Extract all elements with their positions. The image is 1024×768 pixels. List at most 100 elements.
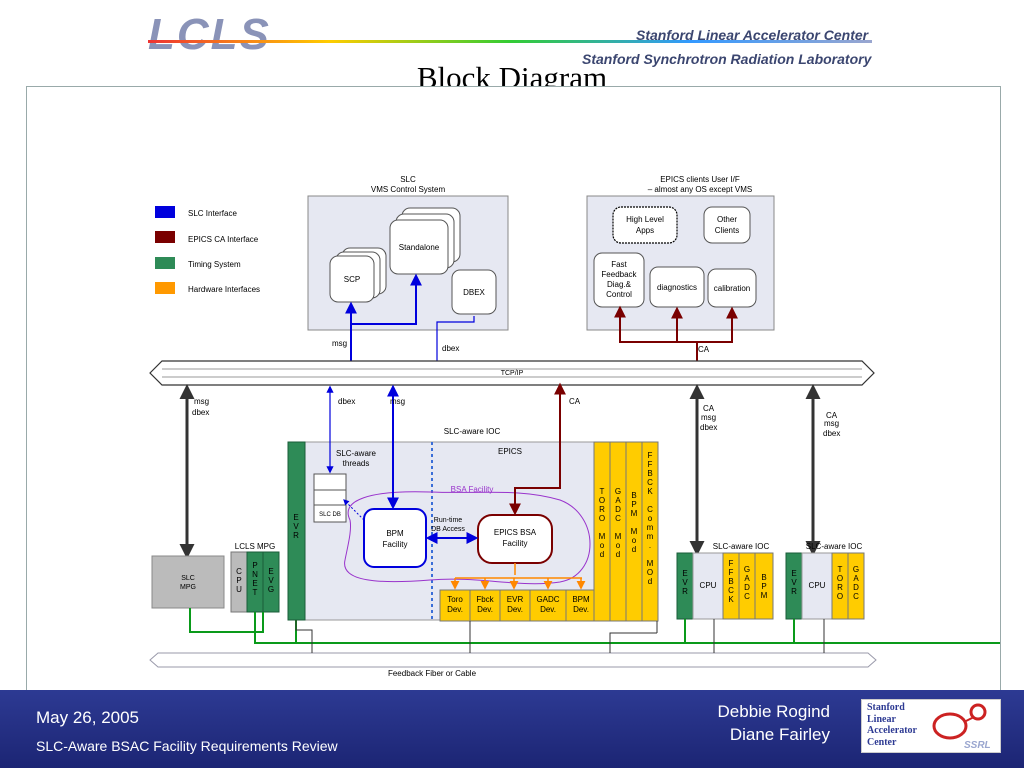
footer-author-1: Debbie Rogind [717, 702, 830, 721]
legend-swatch-epics [155, 231, 175, 243]
dbex-label-ioc2: dbex [700, 423, 717, 432]
msg-label-ioc2: msg [701, 413, 716, 422]
slcdb-dotted-arrow [343, 499, 365, 521]
msg-label-mpg: msg [194, 397, 209, 406]
runtime-label-2: DB Access [431, 526, 465, 533]
epics-label: EPICS [498, 447, 522, 456]
fast-feedback-label-4: Control [606, 290, 632, 299]
standalone-label: Standalone [399, 243, 440, 252]
epics-clients: EPICS clients User I/F – almost any OS e… [586, 175, 775, 331]
epics-bsa-label-1: EPICS BSA [494, 528, 537, 537]
ca-line-calib [697, 306, 738, 343]
toro-dev-box [439, 589, 471, 622]
bsa-facility-region [344, 491, 591, 585]
header-rule [148, 40, 872, 43]
epics-clients-subtitle: – almost any OS except VMS [648, 185, 753, 194]
feedback-label: Feedback Fiber or Cable [388, 669, 477, 678]
dbex-label-ioc: dbex [338, 397, 355, 406]
feedback-links [295, 619, 825, 653]
calibration-label: calibration [714, 284, 750, 293]
other-clients-label-2: Clients [715, 226, 739, 235]
ioc3-gadc-slot [847, 552, 865, 620]
ca-label-ioc2: CA [703, 404, 715, 413]
fast-feedback-label-3: Diag.& [607, 280, 632, 289]
bpm-dev-box [565, 589, 597, 622]
fast-feedback-label-2: Feedback [601, 270, 637, 279]
legend-label-epics: EPICS CA Interface [188, 235, 259, 244]
org-slac: Stanford Linear Accelerator Center [636, 27, 869, 43]
timing-lines [189, 608, 1000, 644]
logo-line-2: Linear [867, 713, 896, 725]
msg-label-ioc3: msg [824, 419, 839, 428]
logo-line-1: Stanford [867, 702, 905, 713]
footer-author-2: Diane Fairley [729, 725, 830, 744]
ioc3-label: SLC-aware IOC [806, 542, 863, 551]
msg-label-top: msg [332, 339, 347, 348]
bpm-facility-label-2: Facility [383, 540, 408, 549]
slc-connections: msg dbex [332, 273, 475, 364]
bpm-facility-box [363, 508, 427, 568]
legend: SLC Interface EPICS CA Interface Timing … [155, 206, 260, 294]
other-clients-label: Other [717, 215, 737, 224]
lcls-logo: LCLS [148, 10, 271, 59]
ca-connections: CA [614, 305, 738, 364]
ioc3-cpu-label: CPU [809, 581, 826, 590]
epics-clients-title: EPICS clients User I/F [660, 175, 740, 184]
legend-label-hardware: Hardware Interfaces [188, 285, 260, 294]
evg-slot [262, 551, 280, 613]
slc-threads-label-1: SLC-aware [336, 449, 377, 458]
slide-header: LCLS Stanford Linear Accelerator Center … [0, 0, 1024, 88]
scp-label: SCP [344, 275, 360, 284]
timing-bus [254, 612, 1000, 644]
ssrl-logo: Stanford Linear Accelerator Center SSRL [861, 699, 1001, 753]
ca-link-epics-bsa [509, 387, 561, 516]
dbex-label-ioc3: dbex [823, 429, 840, 438]
lcls-mpg-label: LCLS MPG [235, 542, 275, 551]
dbex-line-top [436, 316, 475, 364]
main-ioc-label: SLC-aware IOC [444, 427, 501, 436]
msg-arrow-standalone [351, 273, 422, 325]
dbex-label-mpg: dbex [192, 408, 209, 417]
ssrl-mark: SSRL [964, 740, 991, 750]
evr-dev-box [499, 589, 531, 622]
feedback-bus: Feedback Fiber or Cable [149, 652, 877, 678]
slc-subtitle: VMS Control System [371, 185, 446, 194]
ca-label-ioc3: CA [826, 411, 838, 420]
ssrl-ring-icon: SSRL [932, 703, 991, 750]
logo-line-3: Accelerator [867, 725, 917, 736]
tcpip-bus: TCP/IP [149, 360, 875, 386]
timing-slcmpg-link [189, 608, 264, 633]
runtime-label-1: Run-time [434, 517, 463, 524]
tcpip-label: TCP/IP [501, 370, 524, 377]
bsa-facility-label: BSA Facility [451, 485, 494, 494]
slc-mpg-label-2: MPG [180, 584, 196, 591]
slc-vms-system: SLC VMS Control System SCP Standalone DB… [307, 175, 509, 331]
legend-swatch-timing [155, 257, 175, 269]
legend-label-timing: Timing System [188, 260, 241, 269]
footer-review-title: SLC-Aware BSAC Facility Requirements Rev… [36, 738, 338, 754]
ca-line-fast [614, 305, 698, 364]
slc-db-box [313, 473, 347, 523]
high-level-apps-box [612, 206, 678, 244]
